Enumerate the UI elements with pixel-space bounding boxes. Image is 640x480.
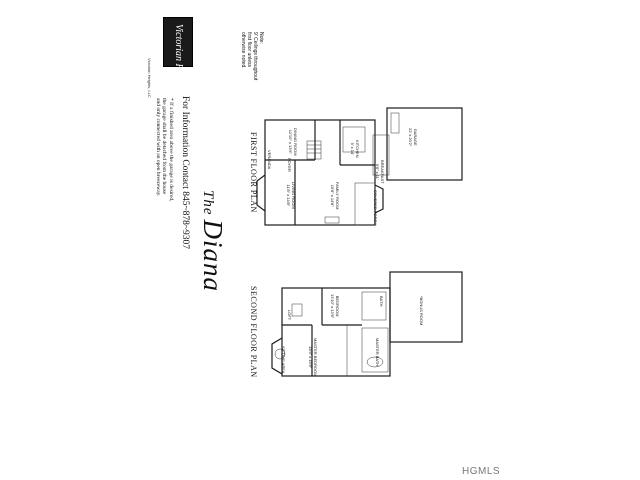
room-dim: 11'8" x 14'8": [286, 184, 291, 207]
room-name: MASTER BATH: [375, 338, 380, 367]
room-dim: 13'10" x 13'6": [330, 294, 335, 319]
room-name: BREAKFAST: [380, 160, 385, 184]
room-name: *BONUS ROOM: [419, 296, 424, 326]
contact-info: For Information Contact 845~878~9307: [180, 96, 190, 250]
plan-title: The Diana: [197, 190, 228, 292]
first-floor-plan: [256, 107, 463, 226]
footnote-line: the garage shall be detached from the ho…: [161, 98, 168, 195]
room-name: MASTER BEDROOM: [313, 338, 318, 377]
brochure-page: [120, 14, 475, 452]
logo-caption: Victorian Heights, LLC: [147, 58, 152, 98]
second-floor-label: SECOND FLOOR PLAN: [249, 286, 258, 378]
room-name: VERANDA: [267, 150, 272, 170]
room-dim: 22' x 20'2": [408, 128, 413, 147]
room-dining: DINING ROOM 12'10" x 13'6": [288, 128, 298, 156]
room-master-bath: MASTER BATH: [375, 338, 380, 366]
room-sitting: SITTING AREA: [281, 346, 286, 374]
note-line: 9' Ceilings throughout: [252, 32, 258, 81]
footnote-line: * If a finished area above the garage is…: [168, 98, 174, 202]
room-name: BEDROOM: [335, 295, 340, 317]
room-dim: 9' x 14': [350, 142, 355, 155]
logo-text: Victorian Heights: [173, 24, 184, 95]
room-name: KITCHEN: [355, 140, 360, 158]
ceiling-note: Note: 9' Ceilings throughout first floor…: [240, 32, 264, 80]
room-name: FAMILY ROOM: [335, 182, 340, 210]
room-bonus: *BONUS ROOM: [419, 296, 424, 325]
title-name: Diana: [198, 219, 228, 293]
room-kitchen: KITCHEN 9' x 14': [350, 140, 360, 158]
room-bath: BATH: [379, 296, 384, 306]
room-veranda: VERANDA: [267, 150, 272, 169]
victorian-heights-logo: Victorian Heights: [163, 17, 193, 95]
room-family: FAMILY ROOM 19'8" x 14'8": [330, 182, 340, 209]
hgmls-watermark: HGMLS: [462, 466, 501, 477]
room-dim: 19'8" x 14'8": [330, 184, 335, 207]
room-name: FOYER: [287, 158, 292, 172]
title-the: The: [200, 190, 216, 216]
room-porch: COVERED PORCH: [373, 190, 378, 225]
note-line: Note:: [258, 32, 264, 44]
room-loft: LOFT: [287, 310, 292, 320]
room-name: LIVING ROOM: [291, 182, 296, 209]
footnote-line: and only connected with an open breezewa…: [155, 98, 161, 197]
room-breakfast: BREAKFAST 9'6" x 11': [375, 160, 385, 184]
room-bedroom: BEDROOM 13'10" x 13'6": [330, 294, 340, 318]
garage-footnote: * If a finished area above the garage is…: [155, 98, 174, 202]
note-line: otherwise noted.: [240, 32, 246, 69]
room-name: BATH: [379, 296, 384, 307]
second-floor-plan: [271, 271, 463, 377]
room-foyer: FOYER: [287, 158, 292, 172]
room-name: DINING ROOM: [293, 128, 298, 156]
room-name: GARAGE: [413, 128, 418, 146]
room-garage: GARAGE 22' x 20'2": [408, 128, 418, 146]
room-living: LIVING ROOM 11'8" x 14'8": [286, 182, 296, 209]
room-name: SITTING AREA: [281, 346, 286, 374]
room-name: LOFT: [287, 310, 292, 321]
room-dim: 12'10" x 13'6": [288, 129, 293, 154]
room-name: COVERED PORCH: [373, 190, 378, 226]
room-master: MASTER BEDROOM 18'4" x 15'6": [308, 338, 318, 376]
